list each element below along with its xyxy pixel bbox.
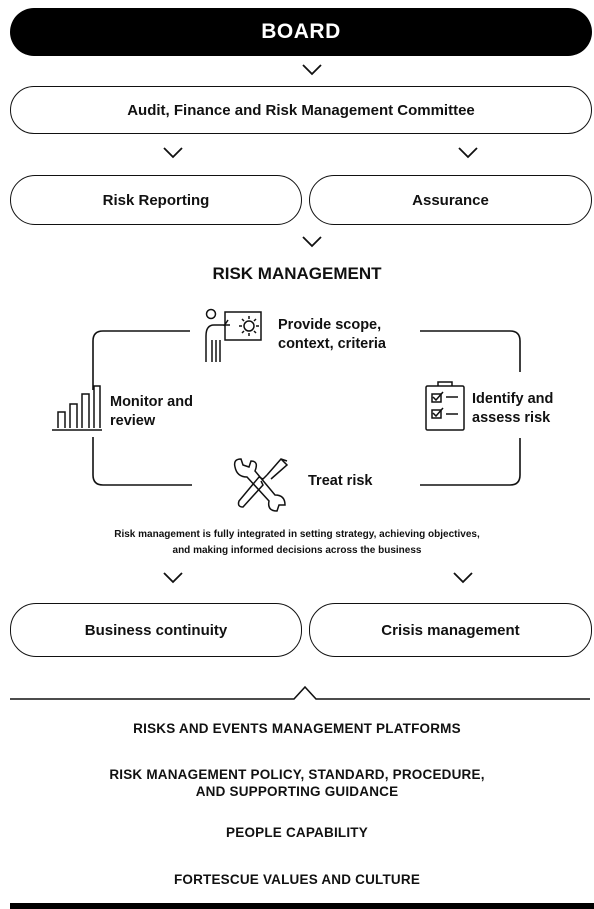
business-continuity-box: Business continuity	[10, 603, 302, 657]
risk-management-heading: RISK MANAGEMENT	[212, 264, 382, 283]
foundation-platforms: RISKS AND EVENTS MANAGEMENT PLATFORMS	[133, 721, 461, 736]
foundation-policy: RISK MANAGEMENT POLICY, STANDARD, PROCED…	[0, 766, 594, 800]
presenter-icon	[205, 308, 262, 362]
committee-label: Audit, Finance and Risk Management Commi…	[127, 101, 475, 119]
identify-step-label: Identify and assess risk	[472, 391, 554, 426]
tools-icon	[233, 458, 289, 512]
chevron-down-icon	[458, 147, 478, 159]
foundation-values: FORTESCUE VALUES AND CULTURE	[173, 872, 421, 887]
checklist-icon	[425, 381, 465, 431]
foundation-divider-top	[10, 685, 590, 700]
business-continuity-label: Business continuity	[84, 621, 228, 639]
scope-step-label: Provide scope, context, criteria	[278, 317, 386, 352]
integration-note-line1: Risk management is fully integrated in s…	[114, 529, 480, 540]
board-box: BOARD	[10, 8, 592, 56]
board-label: BOARD	[261, 20, 341, 43]
monitor-step-label: Monitor and review	[110, 394, 193, 429]
risk-reporting-label: Risk Reporting	[102, 191, 210, 209]
chevron-down-icon	[302, 236, 322, 248]
foundation-divider-bottom	[10, 903, 594, 909]
assurance-label: Assurance	[412, 191, 489, 209]
crisis-management-label: Crisis management	[381, 621, 520, 639]
foundation-people: PEOPLE CAPABILITY	[226, 825, 368, 840]
chevron-down-icon	[453, 572, 473, 584]
integration-note: Risk management is fully integrated in s…	[0, 527, 594, 559]
foundation-policy-line1: RISK MANAGEMENT POLICY, STANDARD, PROCED…	[109, 767, 485, 782]
integration-note-line2: and making informed decisions across the…	[172, 545, 422, 556]
chevron-down-icon	[163, 572, 183, 584]
assurance-box: Assurance	[309, 175, 592, 225]
committee-box: Audit, Finance and Risk Management Commi…	[10, 86, 592, 134]
foundation-policy-line2: AND SUPPORTING GUIDANCE	[195, 784, 399, 799]
bar-chart-icon	[52, 385, 102, 431]
chevron-down-icon	[302, 64, 322, 76]
crisis-management-box: Crisis management	[309, 603, 592, 657]
treat-step-label: Treat risk	[308, 473, 373, 489]
risk-reporting-box: Risk Reporting	[10, 175, 302, 225]
chevron-down-icon	[163, 147, 183, 159]
